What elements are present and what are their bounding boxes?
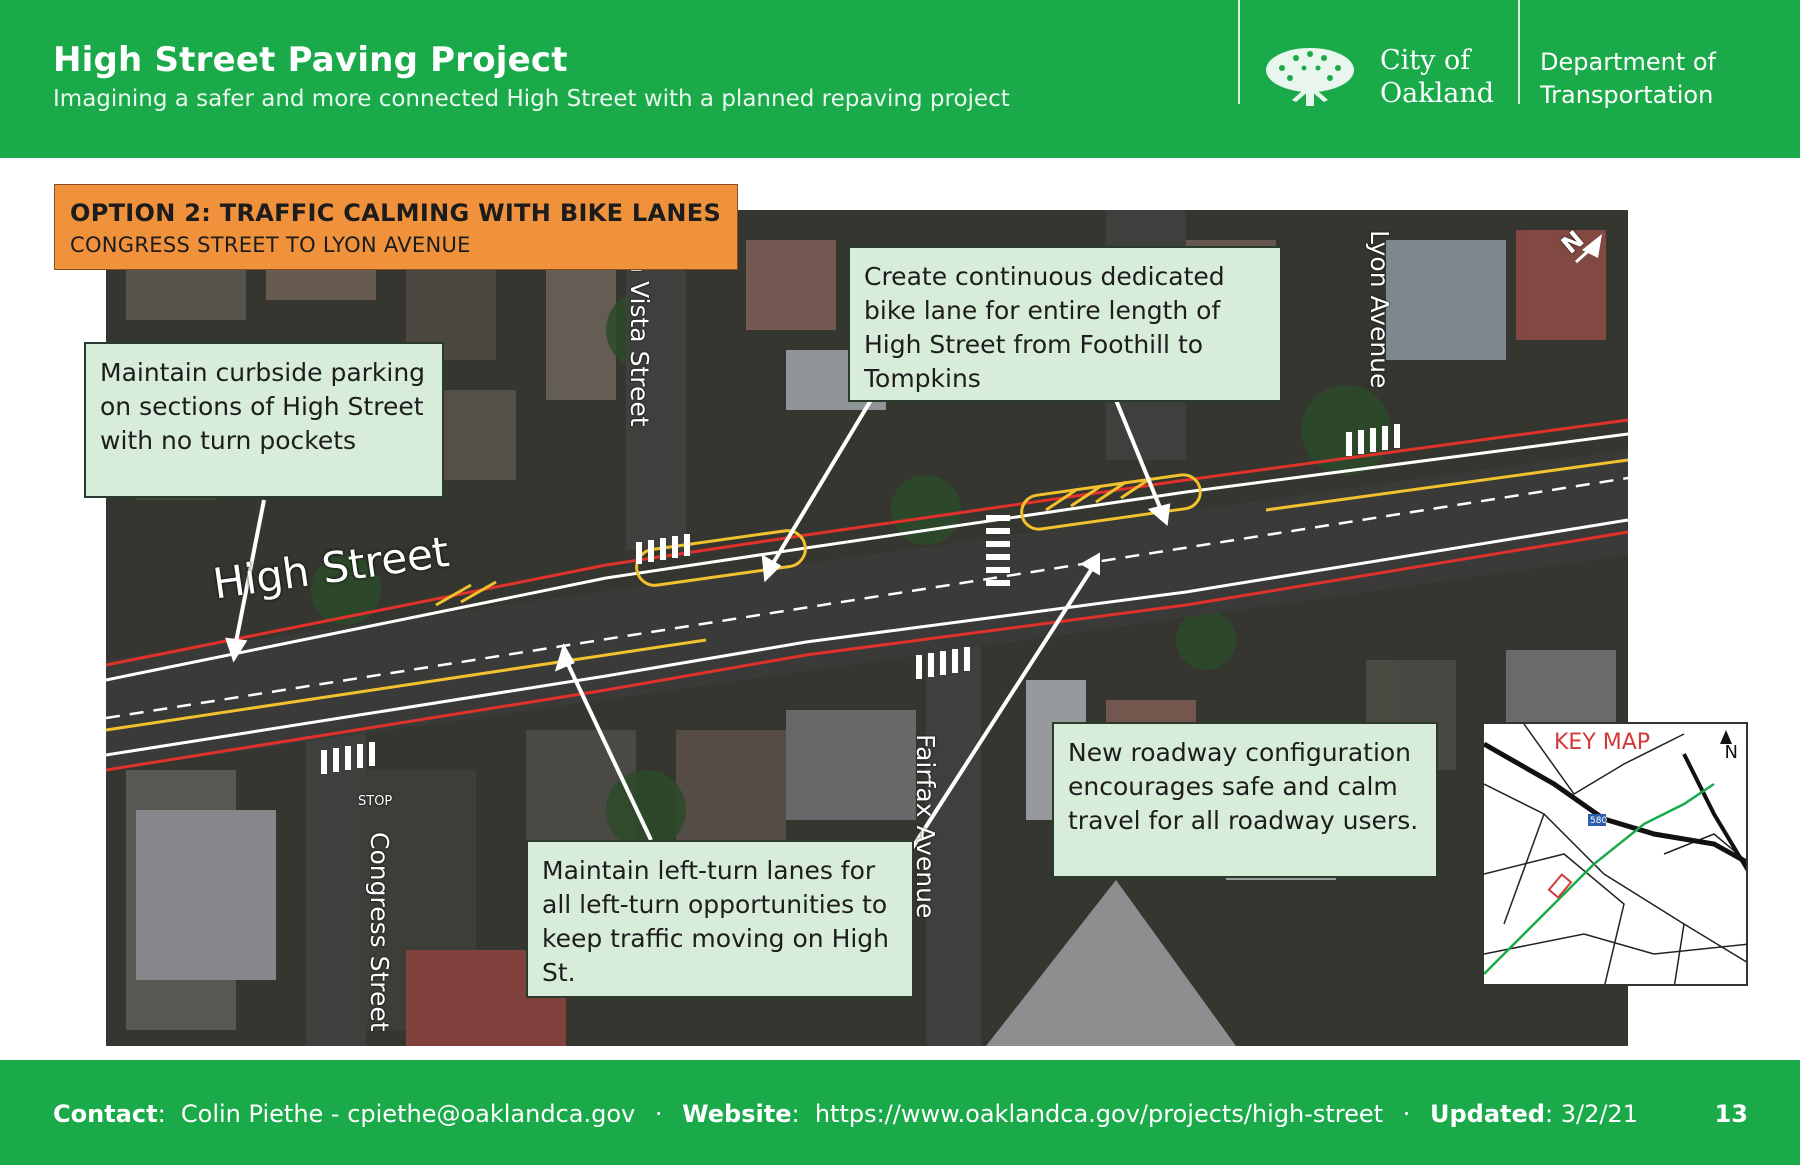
updated-value: 3/2/21: [1560, 1100, 1638, 1128]
oak-tree-logo-icon: [1266, 48, 1354, 106]
option-title: OPTION 2: TRAFFIC CALMING WITH BIKE LANE…: [70, 199, 722, 227]
key-map-graphic: [1484, 724, 1746, 984]
footer-separator-2: ·: [1402, 1100, 1411, 1128]
page-title: High Street Paving Project: [53, 40, 568, 80]
website-link[interactable]: https://www.oaklandca.gov/projects/high-…: [814, 1100, 1384, 1128]
header-divider: [1238, 0, 1240, 104]
footer-bar: Contact: Colin Piethe - cpiethe@oaklandc…: [0, 1060, 1800, 1165]
option-label-box: OPTION 2: TRAFFIC CALMING WITH BIKE LANE…: [54, 184, 738, 270]
dept-line-2: Transportation: [1540, 81, 1714, 109]
street-label-fairfax: Fairfax Avenue: [911, 734, 940, 919]
footer-separator: ·: [654, 1100, 663, 1128]
footer-contact-row: Contact: Colin Piethe - cpiethe@oaklandc…: [53, 1100, 1638, 1128]
option-subtitle: CONGRESS STREET TO LYON AVENUE: [70, 233, 471, 257]
street-label-lyon: Lyon Avenue: [1365, 230, 1394, 389]
callout-left-turn-lanes: Maintain left-turn lanes for all left-tu…: [526, 840, 914, 998]
callout-continuous-bike-lane: Create continuous dedicated bike lane fo…: [848, 246, 1282, 402]
department-wordmark: Department of Transportation: [1540, 46, 1716, 112]
contact-value: Colin Piethe - cpiethe@oaklandca.gov: [180, 1100, 636, 1128]
page-subtitle: Imagining a safer and more connected Hig…: [53, 86, 1010, 112]
city-line-2: Oakland: [1380, 78, 1494, 109]
contact-label: Contact: [53, 1100, 158, 1128]
header-bar: High Street Paving Project Imagining a s…: [0, 0, 1800, 158]
page-number: 13: [1714, 1100, 1748, 1128]
key-map-title: KEY MAP: [1554, 730, 1651, 755]
compass-arrow-icon: [1574, 234, 1602, 264]
website-label: Website: [682, 1100, 792, 1128]
updated-label: Updated: [1430, 1100, 1545, 1128]
dept-line-1: Department of: [1540, 48, 1716, 76]
city-of-oakland-wordmark: City of Oakland: [1380, 44, 1494, 110]
callout-new-configuration: New roadway configuration encourages saf…: [1052, 722, 1438, 878]
header-divider-2: [1518, 0, 1520, 104]
city-line-1: City of: [1380, 45, 1471, 76]
key-map: KEY MAP N 580: [1482, 722, 1748, 986]
callout-curbside-parking: Maintain curbside parking on sections of…: [84, 342, 444, 498]
street-label-congress: Congress Street: [365, 832, 394, 1032]
interstate-shield-icon: [1588, 814, 1606, 826]
interstate-number: 580: [1590, 816, 1608, 826]
north-arrow-icon: [1720, 730, 1732, 744]
key-map-north: N: [1724, 742, 1738, 763]
stop-marking: STOP: [358, 794, 393, 809]
